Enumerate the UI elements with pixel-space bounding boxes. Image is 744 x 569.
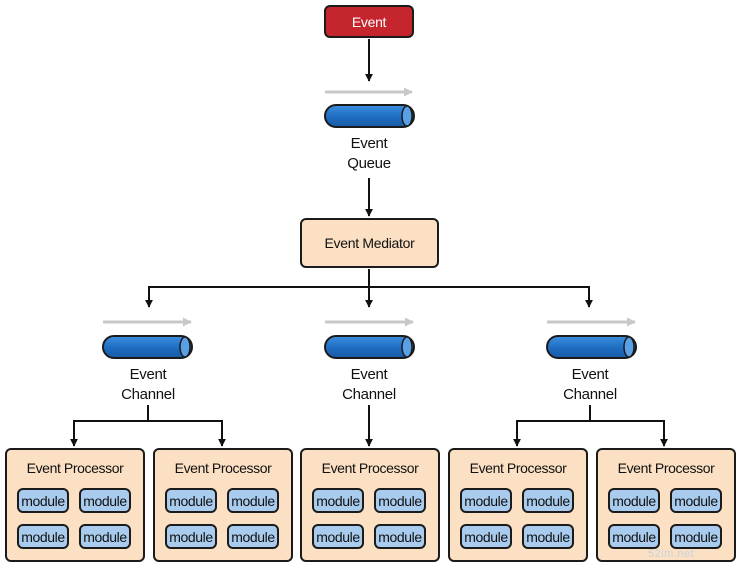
event-channel-2-line1: Event [350,366,388,383]
event-channel-label-2: Event Channel [309,365,429,405]
module-box: module [670,524,722,549]
module-box: module [227,488,279,513]
event-channel-pipe-2 [324,335,415,359]
event-channel-2-line2: Channel [342,386,396,403]
module-box: module [79,488,131,513]
event-queue-label-line2: Queue [347,155,391,172]
event-processor-title: Event Processor [321,460,419,476]
module-box: module [165,488,217,513]
event-box: Event [324,5,414,38]
event-processor-5: Event Processor module module module mod… [596,448,736,562]
arrow-mediator-fanout [145,269,593,308]
event-label: Event [351,13,387,30]
event-queue-label-line1: Event [350,135,388,152]
module-box: module [165,524,217,549]
event-queue-label: Event Queue [309,134,429,174]
module-box: module [670,488,722,513]
watermark-text: 52im.net [648,548,695,560]
event-processor-4: Event Processor module module module mod… [448,448,588,562]
module-box: module [460,488,512,513]
event-processor-1: Event Processor module module module mod… [5,448,145,562]
event-mediator-label: Event Mediator [324,235,415,251]
module-box: module [227,524,279,549]
module-box: module [312,488,364,513]
event-channel-pipe-3 [546,335,637,359]
event-channel-label-3: Event Channel [530,365,650,405]
event-processor-2: Event Processor module module module mod… [153,448,293,562]
module-box: module [312,524,364,549]
module-box: module [522,524,574,549]
module-box: module [608,488,660,513]
event-processor-3: Event Processor module module module mod… [300,448,440,562]
event-queue-pipe [324,104,415,128]
event-channel-1-line1: Event [129,366,167,383]
event-processor-title: Event Processor [617,460,715,476]
event-channel-pipe-1 [102,335,193,359]
module-box: module [374,488,426,513]
module-box: module [608,524,660,549]
event-channel-3-line2: Channel [563,386,617,403]
event-channel-label-1: Event Channel [88,365,208,405]
module-box: module [460,524,512,549]
module-box: module [17,488,69,513]
event-processor-title: Event Processor [26,460,124,476]
arrow-channel-3-fanout [513,405,668,447]
event-processor-title: Event Processor [469,460,567,476]
module-box: module [522,488,574,513]
module-box: module [79,524,131,549]
event-channel-3-line1: Event [571,366,609,383]
module-box: module [17,524,69,549]
event-channel-1-line2: Channel [121,386,175,403]
event-processor-title: Event Processor [174,460,272,476]
event-mediator-box: Event Mediator [300,218,439,268]
module-box: module [374,524,426,549]
arrow-channel-1-fanout [70,405,226,447]
